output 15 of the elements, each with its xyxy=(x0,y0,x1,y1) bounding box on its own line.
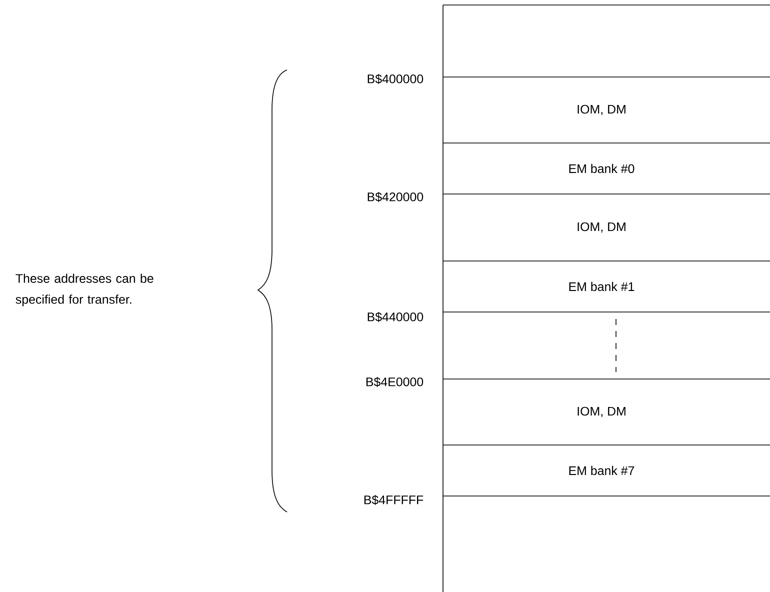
memory-band xyxy=(442,4,770,78)
memory-band: IOM, DM xyxy=(442,76,770,144)
memory-band: IOM, DM xyxy=(442,194,770,262)
memory-band: EM bank #1 xyxy=(442,260,770,312)
memory-band: IOM, DM xyxy=(442,378,770,446)
address-label: B$420000 xyxy=(368,192,424,202)
note-text: These addresses can be specified for transfer. xyxy=(16,274,154,306)
address-label: B$4E0000 xyxy=(366,376,424,388)
memory-band xyxy=(442,312,770,380)
memory-band xyxy=(442,496,770,592)
memory-band: EM bank #0 xyxy=(442,142,770,194)
address-label: B$440000 xyxy=(368,312,424,322)
address-label: B$400000 xyxy=(368,74,424,84)
memory-band: EM bank #7 xyxy=(442,444,770,496)
address-label: B$4FFFFF xyxy=(364,494,424,506)
